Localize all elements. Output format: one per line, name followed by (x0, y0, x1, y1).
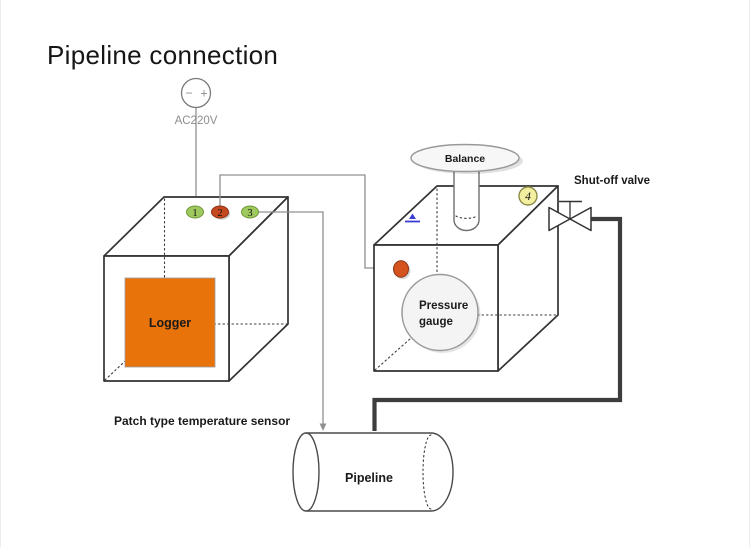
pipeline-label: Pipeline (345, 471, 393, 485)
valve-right-triangle (569, 206, 592, 232)
pipeline-hidden-rim-arc (422, 434, 432, 510)
valve-left-triangle (548, 206, 571, 232)
wire-port3-to-temperature-sensor (257, 211, 324, 424)
page-title: Pipeline connection (47, 40, 278, 70)
logger-box: Logger (103, 196, 289, 382)
pipeline-left-rim (292, 432, 320, 512)
port-3-connector (241, 205, 259, 219)
pipeline-cylinder: Pipeline (292, 432, 454, 512)
balance-label: Balance (445, 153, 485, 165)
logger-ports: 1 2 3 (186, 205, 259, 220)
power-source-icon: − + AC220V (175, 77, 218, 207)
pressure-gauge-label-line1: Pressure (419, 300, 468, 312)
blue-mark-tip (409, 213, 416, 219)
arrowhead-temperature-sensor (319, 423, 327, 431)
pipeline-body (306, 432, 454, 512)
blue-level-mark-icon (405, 213, 420, 223)
port-2-number: 2 (217, 208, 222, 219)
tank-box: Balance 4 Pressure gauge (373, 143, 559, 372)
port-2-connector (211, 205, 229, 219)
pressure-sensor-dot (393, 260, 409, 278)
ac-source-circle (180, 77, 212, 109)
logger-label: Logger (149, 316, 191, 330)
wire-port2-to-pressure-sensor (219, 174, 387, 269)
minus-symbol: − (185, 86, 192, 100)
shut-off-valve-icon (548, 200, 592, 232)
balance-stem-hidden-arc (455, 215, 478, 219)
plus-symbol: + (200, 87, 207, 101)
port-1-connector (186, 205, 204, 219)
marker-4-badge (518, 186, 538, 206)
port-3-number: 3 (247, 208, 252, 219)
pressure-gauge-dial (401, 273, 479, 352)
pressure-gauge-label-line2: gauge (419, 316, 453, 328)
balance-stem-tube (453, 160, 480, 232)
logger-display-panel (124, 277, 216, 368)
balance-pan (410, 143, 520, 173)
temperature-sensor-label: Patch type temperature sensor (114, 414, 290, 428)
shut-off-valve-label: Shut-off valve (574, 175, 650, 187)
pipe-valve-to-pipeline (372, 216, 623, 431)
port-1-number: 1 (192, 208, 197, 219)
marker-4-number: 4 (525, 191, 531, 203)
ac-voltage-label: AC220V (175, 115, 218, 127)
